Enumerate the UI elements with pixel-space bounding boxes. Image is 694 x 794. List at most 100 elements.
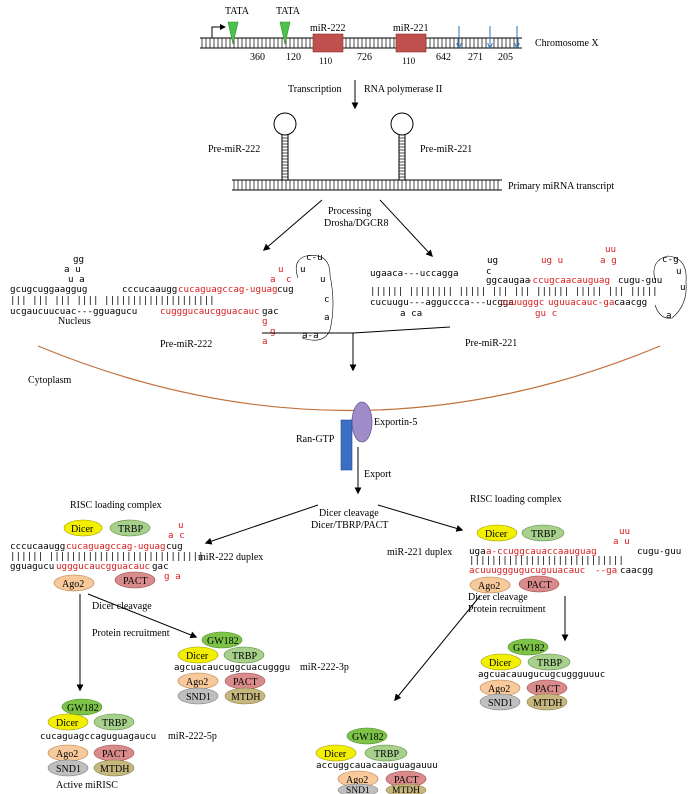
pact-protein-label: PACT bbox=[535, 684, 560, 695]
sequence-text: uga bbox=[469, 546, 486, 557]
tata-label: TATA bbox=[225, 6, 250, 17]
mir-222-gene-box bbox=[312, 33, 344, 53]
tata-label: TATA bbox=[276, 6, 301, 17]
distance-label: 271 bbox=[468, 52, 483, 63]
sequence-text: ugaaca---uccagga bbox=[370, 268, 459, 279]
hairpin-loop-icon bbox=[390, 112, 414, 136]
sequence-text: a bbox=[324, 312, 330, 323]
mir-221-gene-box bbox=[395, 33, 427, 53]
distance-label: 726 bbox=[357, 52, 372, 63]
sequence-text: g bbox=[262, 316, 268, 327]
mir-222-3p-sequence: agcuacaucuggcuacugggu bbox=[174, 662, 290, 673]
sequence-text: cuuugggc bbox=[500, 297, 544, 308]
trbp-protein-label: TRBP bbox=[118, 524, 143, 535]
sequence-text: ugggucaucgguacauc bbox=[56, 561, 150, 572]
sequence-text: cug bbox=[166, 541, 183, 552]
dicer-protein-label: Dicer bbox=[485, 529, 508, 540]
sequence-text: a-ccuggcauaccaauguag bbox=[486, 546, 597, 557]
mtdh-protein-label: MTDH bbox=[533, 698, 562, 709]
tata-box-icon bbox=[227, 21, 239, 45]
export-label: Export bbox=[364, 469, 391, 480]
sequence-text: u bbox=[300, 264, 306, 275]
gw182-protein bbox=[346, 727, 388, 745]
mtdh-protein bbox=[526, 693, 568, 711]
snd1-protein-label: SND1 bbox=[488, 698, 513, 709]
sequence-text: u bbox=[278, 264, 284, 275]
gw182-protein bbox=[61, 698, 103, 716]
base-pair-bars: |||||| |||||||||||||||||||||||||||| bbox=[10, 551, 204, 562]
dicer-protein bbox=[63, 519, 103, 537]
tss-arrow-icon bbox=[211, 26, 222, 38]
recruitment-arrow-icon bbox=[87, 593, 198, 639]
hairpin-loop-icon bbox=[273, 112, 297, 136]
dicer-protein-label: Dicer bbox=[56, 718, 79, 729]
recruitment-arrow-icon bbox=[394, 595, 481, 702]
gene-name-label: miR-221 bbox=[393, 23, 429, 34]
mtdh-protein-label: MTDH bbox=[100, 764, 129, 775]
pre-mir-221-caption: Pre-miR-221 bbox=[465, 338, 517, 349]
processing-arrow-icon bbox=[379, 199, 433, 258]
sequence-text: a bbox=[270, 274, 276, 285]
gw182-protein-label: GW182 bbox=[352, 732, 384, 743]
processing-arrow-icon bbox=[262, 199, 323, 251]
chromosome-section: TATA TATA 360 120 726 642 271 205 miR-22… bbox=[200, 6, 599, 66]
chromosome-label: Chromosome X bbox=[535, 38, 599, 49]
ago2-protein-label: Ago2 bbox=[186, 677, 208, 688]
nucleus-label: Nucleus bbox=[58, 316, 91, 327]
recruitment-label: Protein recruitment bbox=[92, 628, 170, 639]
ago2-protein-label: Ago2 bbox=[346, 775, 368, 786]
mir-221-duplex-label: miR-221 duplex bbox=[387, 547, 452, 558]
trbp-protein-label: TRBP bbox=[374, 749, 399, 760]
sequence-text: caacgg bbox=[620, 565, 653, 576]
tata-box-icon bbox=[279, 21, 291, 45]
sequence-text: uguuacauc-ga bbox=[548, 297, 614, 308]
trbp-protein bbox=[109, 519, 151, 537]
gw182-protein bbox=[201, 631, 243, 649]
dicer-protein bbox=[480, 653, 522, 671]
exportin-5-icon bbox=[351, 401, 373, 443]
sequence-text: gg bbox=[73, 254, 84, 265]
polymerase-label: RNA polymerase II bbox=[364, 84, 442, 95]
sequence-text: cugggucaucgguacauc bbox=[160, 306, 260, 317]
dicer-arrow-icon bbox=[377, 504, 464, 532]
sequence-text: g a bbox=[164, 571, 181, 582]
pre-mir-221-hairpin: ug c ug u uu a g ugaaca---uccagga ggcaug… bbox=[370, 244, 687, 349]
sequence-text: cugu-guu bbox=[618, 275, 662, 286]
nuclear-membrane bbox=[37, 345, 661, 412]
gw182-protein-label: GW182 bbox=[67, 703, 99, 714]
pact-protein-label: PACT bbox=[102, 749, 127, 760]
snd1-protein bbox=[337, 783, 379, 794]
dicer-protein-label: Dicer bbox=[324, 749, 347, 760]
dicer-protein-label: Dicer bbox=[71, 524, 94, 535]
primary-transcript: Pre-miR-222 Pre-miR-221 Primary miRNA tr… bbox=[208, 112, 614, 192]
chromosome-ticks bbox=[201, 38, 519, 48]
mir-222-3p-label: miR-222-3p bbox=[300, 662, 349, 673]
pact-protein bbox=[114, 571, 156, 589]
sequence-text: -ccugcaacauguag bbox=[527, 275, 610, 286]
sequence-text: cug bbox=[277, 284, 294, 295]
pre-mir-222-caption: Pre-miR-222 bbox=[160, 339, 212, 350]
trbp-protein bbox=[93, 713, 135, 731]
gw182-protein bbox=[507, 638, 549, 656]
trbp-protein-label: TRBP bbox=[537, 658, 562, 669]
sequence-text: gu c bbox=[535, 308, 557, 319]
sequence-text: gcugcuggaaggug bbox=[10, 284, 87, 295]
ago2-protein-label: Ago2 bbox=[488, 684, 510, 695]
distance-label: 120 bbox=[286, 52, 301, 63]
sequence-text: a ca bbox=[400, 308, 422, 319]
drosha-label: Drosha/DGCR8 bbox=[324, 218, 388, 229]
gw182-protein-label: GW182 bbox=[207, 636, 239, 647]
pre-mir-222-label: Pre-miR-222 bbox=[208, 144, 260, 155]
dicer-protein-label: Dicer bbox=[489, 658, 512, 669]
sequence-text: ggcaugaa bbox=[486, 275, 530, 286]
mtdh-protein bbox=[93, 759, 135, 777]
risc-loading-label-left: RISC loading complex bbox=[70, 500, 162, 511]
mtdh-protein-label: MTDH bbox=[392, 786, 420, 794]
pact-protein bbox=[518, 575, 560, 593]
sequence-text: a c bbox=[168, 530, 185, 541]
mir-222-5p-label: miR-222-5p bbox=[168, 731, 217, 742]
transcription-label: Transcription bbox=[288, 84, 342, 95]
sequence-text: a u bbox=[64, 264, 81, 275]
sequence-text: u bbox=[680, 282, 686, 293]
sequence-text: cugu-guu bbox=[637, 546, 681, 557]
